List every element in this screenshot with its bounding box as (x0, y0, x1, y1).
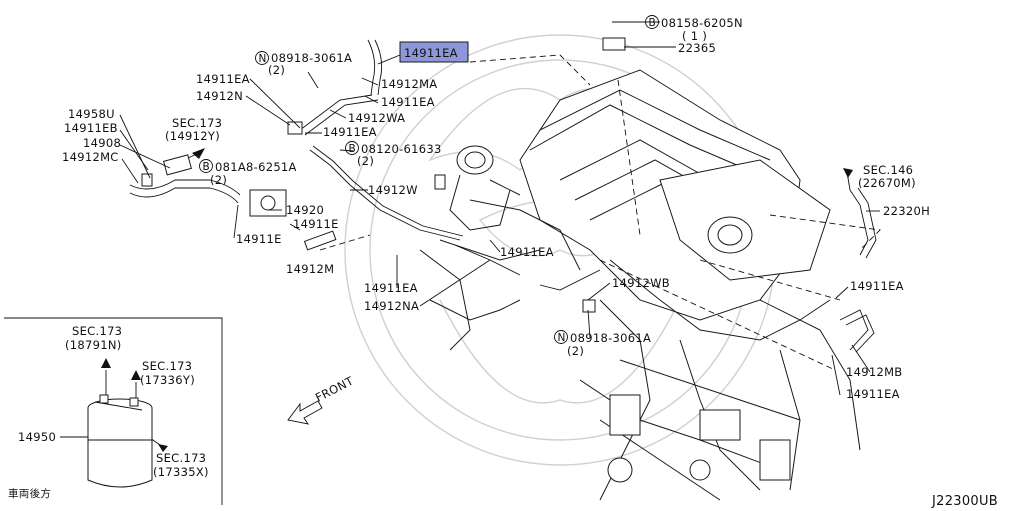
label-14920: 14920 (286, 203, 324, 217)
canister-inset: SEC.173 (18791N) SEC.173 (17336Y) 14950 … (4, 317, 223, 505)
label-14911e-a: 14911E (293, 217, 339, 231)
reference-lines (319, 54, 881, 371)
bolt-left-qty: (2) (210, 173, 227, 187)
bolt-b-circle-mid (345, 141, 359, 155)
diagram-id: J22300UB (931, 494, 998, 509)
leader-lines (119, 21, 880, 396)
label-22320h: 22320H (883, 204, 930, 218)
nut-n-circle-top (255, 51, 269, 65)
label-14912wb: 14912WB (612, 276, 670, 290)
inset-sec173-top: SEC.173 (72, 324, 122, 338)
callouts-top: B 08158-6205N ( 1 ) 22365 14911EA N 0891… (196, 15, 743, 139)
purge-hoses (129, 37, 877, 353)
label-14911ea-left: 14911EA (196, 72, 250, 86)
label-14912wa: 14912WA (348, 111, 405, 125)
highlighted-part-box[interactable] (399, 41, 469, 63)
label-14911ea-c: 14911EA (323, 125, 377, 139)
engine-assembly (419, 69, 861, 501)
front-label: FRONT (313, 373, 356, 404)
nut-n-circle-low (554, 330, 568, 344)
arrows (101, 148, 853, 452)
label-14912n: 14912N (196, 89, 243, 103)
label-14911ea-low: 14911EA (364, 281, 418, 295)
sec173-14912y: SEC.173 (172, 116, 222, 130)
sec146-ref: (22670M) (858, 176, 916, 190)
callouts-left: 14958U 14911EB 14908 14912MC SEC.173 (14… (62, 107, 442, 276)
inset-sec173-top-ref: (18791N) (65, 338, 122, 352)
inset-sec173-low: SEC.173 (156, 451, 206, 465)
bolt-top-code: 08158-6205N (661, 16, 743, 30)
circle-b-letter-top: B (649, 17, 657, 29)
label-14912mb: 14912MB (846, 365, 903, 379)
circle-b-letter-left: B (203, 161, 211, 173)
inset-caption: 車両後方 (8, 487, 51, 500)
bolt-b-circle-top (645, 15, 659, 29)
label-14911ea-mid: 14911EA (500, 245, 554, 259)
inset-label-14950: 14950 (18, 430, 56, 444)
label-14911ea-b: 14911EA (381, 95, 435, 109)
label-14911ea-right: 14911EA (850, 279, 904, 293)
bolt-mid-qty: (2) (357, 154, 374, 168)
nut-top-code: 08918-3061A (271, 51, 352, 65)
front-direction-indicator: FRONT (287, 373, 356, 425)
sec173-14912y-ref: (14912Y) (165, 129, 220, 143)
inset-sec173-mid: SEC.173 (142, 359, 192, 373)
circle-n-letter-low: N (558, 332, 566, 344)
label-14911e-b: 14911E (236, 232, 282, 246)
nut-top-qty: (2) (268, 63, 285, 77)
sec146-label: SEC.146 (863, 163, 913, 177)
bolt-mid-code: 08120-61633 (361, 142, 442, 156)
label-14912m: 14912M (286, 262, 334, 276)
highlighted-part-14911ea[interactable]: 14911EA (404, 46, 458, 60)
circle-n-letter-top: N (259, 53, 267, 65)
sensor-22365-label: 22365 (678, 41, 716, 55)
label-14911ea-right2: 14911EA (846, 387, 900, 401)
label-14912mc: 14912MC (62, 150, 119, 164)
bolt-top-qty: ( 1 ) (682, 29, 707, 43)
circle-b-letter-mid: B (349, 143, 357, 155)
label-14912na: 14912NA (364, 299, 419, 313)
label-14912ma: 14912MA (381, 77, 437, 91)
callouts-right: SEC.146 (22670M) 22320H 14911EA 14912MB … (846, 163, 930, 401)
bolt-b-circle-left (199, 159, 213, 173)
nut-low-code: 08918-3061A (570, 331, 651, 345)
label-14908: 14908 (83, 136, 121, 150)
label-14911eb: 14911EB (64, 121, 118, 135)
label-14912w: 14912W (368, 183, 418, 197)
nut-low-qty: (2) (567, 344, 584, 358)
inset-sec173-mid-ref: (17336Y) (140, 373, 195, 387)
inset-sec173-low-ref: (17335X) (153, 465, 209, 479)
bolt-left-code: 081A8-6251A (215, 160, 297, 174)
label-14958u: 14958U (68, 107, 115, 121)
callouts-middle: 14911EA 14911EA 14912NA 14912WB N 08918-… (364, 245, 670, 358)
